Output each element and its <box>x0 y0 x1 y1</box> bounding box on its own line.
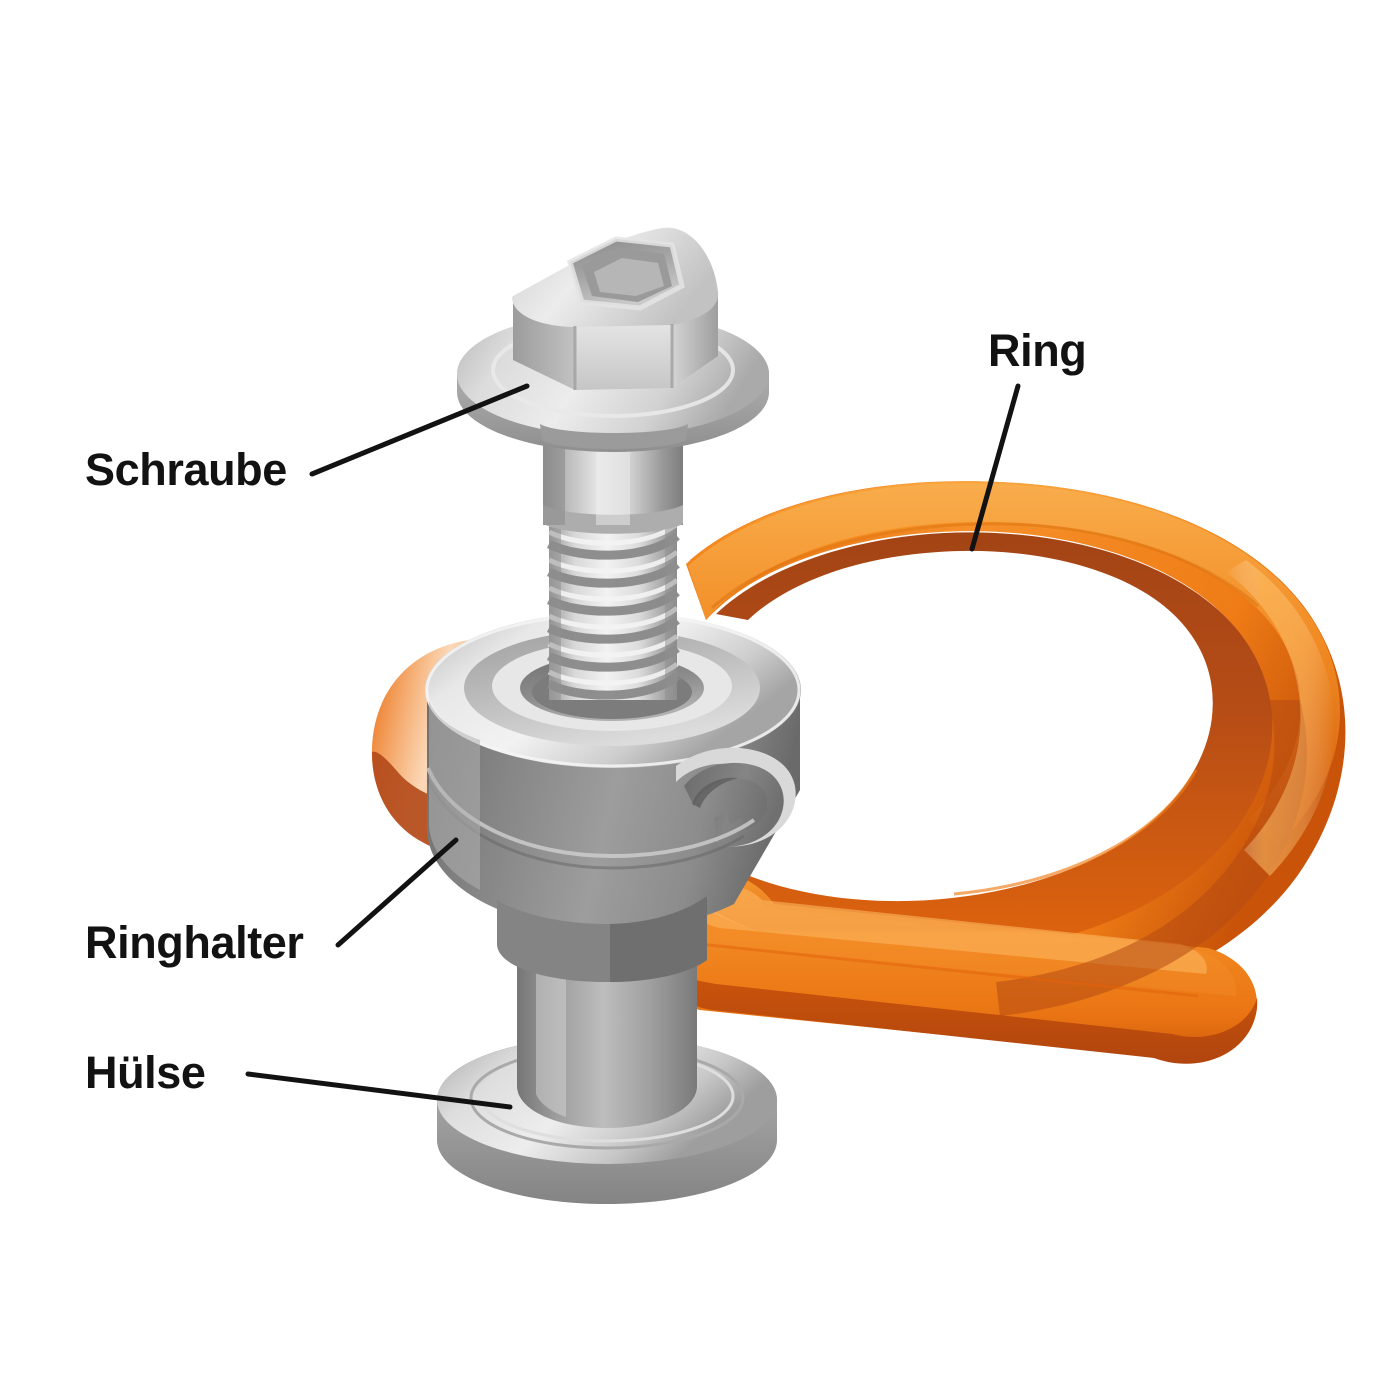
screw-hex-center-face <box>575 324 672 390</box>
thread-right-edge <box>665 520 677 700</box>
label-huelse: Hülse <box>85 1047 206 1098</box>
thread-left-edge <box>549 520 561 700</box>
sleeve-barrel-highlight <box>536 938 566 1117</box>
screw-hex-socket-floor <box>594 258 664 296</box>
leader-ring <box>969 383 1021 552</box>
label-ringhalter: Ringhalter <box>85 917 304 968</box>
ring-inner-hole-main <box>671 556 1206 896</box>
leader-ringhalter <box>335 837 459 948</box>
screw-hex-socket-rim <box>567 236 685 311</box>
holder-notch-cavity <box>684 762 784 847</box>
screw-hex-edges <box>573 324 674 390</box>
ring-bottom-bar-highlight <box>687 884 1207 974</box>
ring-seam-inner <box>953 769 1198 896</box>
ring-seam-bottom <box>699 942 1199 998</box>
holder-notch-shadow <box>692 777 738 808</box>
leader-lines <box>245 383 1021 1110</box>
holder-lower-step-shade <box>610 896 707 982</box>
leader-schraube <box>309 383 530 477</box>
ring-bottom-bar-face <box>641 944 1258 1064</box>
ring-outer-body <box>690 481 1346 1020</box>
holder-left-highlight <box>429 700 480 890</box>
ring-inner-wall <box>700 532 1273 957</box>
screw-flange-underside <box>540 424 688 449</box>
part-screw <box>457 227 769 700</box>
leader-huelse <box>245 1071 513 1110</box>
screw-thread <box>546 520 680 700</box>
label-schraube: Schraube <box>85 444 287 495</box>
label-ring: Ring <box>988 325 1087 376</box>
ring-right-shadow <box>996 700 1307 1016</box>
ring-right-highlight <box>1226 560 1335 876</box>
